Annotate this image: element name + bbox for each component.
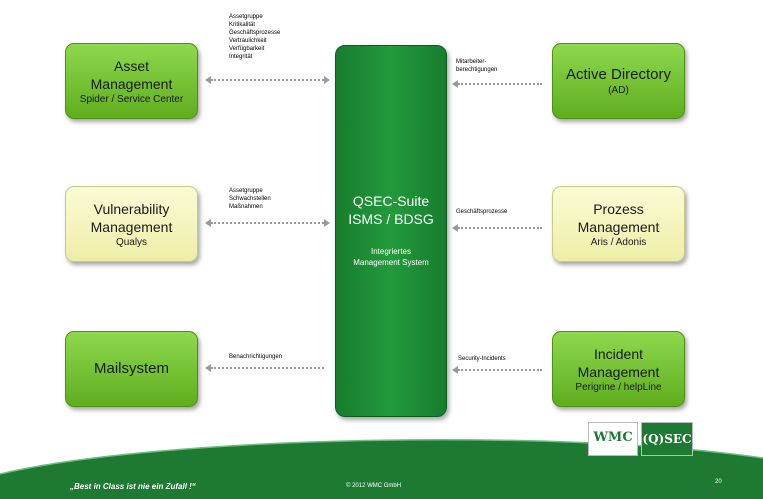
- qsec-subtitle-line2: Management System: [353, 258, 429, 267]
- label-line: Assetgruppe: [229, 188, 263, 194]
- asset-data-labels: Assetgruppe Kritikalität Geschäftsprozes…: [229, 13, 280, 61]
- label-line: Security-Incidents: [458, 356, 506, 362]
- prozess-title: Prozess: [593, 200, 644, 217]
- qsec-subtitle: Integriertes Management System: [336, 246, 446, 268]
- asset-subtitle: Management: [90, 75, 173, 92]
- asset-title: Asset: [113, 57, 149, 74]
- label-line: Mitarbeiter-: [456, 59, 487, 65]
- prozess-tool: Aris / Adonis: [590, 236, 647, 248]
- arrow-head-left: [205, 364, 211, 372]
- ad-subtitle: (AD): [608, 84, 629, 96]
- ad-title: Active Directory: [565, 65, 672, 83]
- mail-data-labels: Benachrichtigungen: [229, 353, 282, 361]
- qsec-logo: (Q)SEC: [641, 422, 693, 456]
- vuln-subtitle: Management: [90, 218, 173, 235]
- vuln-connector-arrow: [205, 219, 330, 227]
- arrow-line: [211, 367, 324, 369]
- label-line: Vertraulichkeit: [229, 38, 267, 44]
- arrow-line: [458, 83, 542, 85]
- asset-management-box: Asset Management Spider / Service Center: [65, 43, 198, 119]
- arrow-head-left: [452, 224, 458, 232]
- prozess-management-box: Prozess Management Aris / Adonis: [552, 186, 685, 262]
- active-directory-box: Active Directory (AD): [552, 43, 685, 119]
- qsec-title-line1: QSEC-Suite: [352, 193, 430, 209]
- vulnerability-management-box: Vulnerability Management Qualys: [65, 186, 198, 262]
- ad-connector-arrow: [452, 80, 548, 88]
- prozess-subtitle: Management: [577, 218, 660, 235]
- arrow-head-left: [452, 80, 458, 88]
- vuln-data-labels: Assetgruppe Schwachstellen Maßnahmen: [229, 187, 271, 211]
- qsec-title-line2: ISMS / BDSG: [348, 211, 434, 227]
- arrow-head-right: [324, 219, 330, 227]
- arrow-head-right: [324, 76, 330, 84]
- label-line: Integrität: [229, 54, 253, 60]
- label-line: Verfügbarkeit: [229, 46, 265, 52]
- wmc-logo: WMC: [588, 422, 638, 456]
- arrow-line: [211, 222, 324, 224]
- vuln-title: Vulnerability: [93, 200, 170, 217]
- asset-tool: Spider / Service Center: [79, 93, 184, 105]
- mailsystem-box: Mailsystem: [65, 331, 198, 407]
- label-line: Assetgruppe: [229, 14, 263, 20]
- prozess-data-labels: Geschäftsprozesse: [456, 208, 507, 216]
- label-line: Kritikalität: [229, 22, 256, 28]
- footer-slogan: „Best in Class ist nie ein Zufall !“: [70, 482, 196, 491]
- incident-tool: Perigrine / helpLine: [575, 381, 662, 393]
- label-line: Benachrichtigungen: [229, 354, 283, 360]
- label-line: Maßnahmen: [229, 204, 263, 210]
- incident-management-box: Incident Management Perigrine / helpLine: [552, 331, 685, 407]
- footer-page-number: 20: [715, 479, 722, 485]
- label-line: Schwachstellen: [229, 196, 271, 202]
- arrow-head-left: [205, 219, 211, 227]
- prozess-connector-arrow: [452, 224, 548, 232]
- footer-copyright: © 2012 WMC GmbH: [346, 483, 402, 489]
- ad-data-labels: Mitarbeiter- berechtigungen: [456, 58, 497, 74]
- incident-subtitle: Management: [577, 363, 660, 380]
- qsec-subtitle-line1: Integriertes: [370, 247, 412, 256]
- mail-title: Mailsystem: [93, 360, 169, 377]
- arrow-head-left: [205, 76, 211, 84]
- arrow-line: [458, 369, 542, 371]
- arrow-line: [211, 79, 324, 81]
- vuln-tool: Qualys: [115, 236, 148, 248]
- incident-connector-arrow: [452, 366, 548, 374]
- qsec-logo-text: (Q)SEC: [642, 432, 692, 446]
- label-line: berechtigungen: [456, 67, 498, 73]
- wmc-logo-text: WMC: [593, 430, 633, 445]
- arrow-head-left: [452, 366, 458, 374]
- label-line: Geschäftsprozesse: [229, 30, 281, 36]
- label-line: Geschäftsprozesse: [456, 209, 508, 215]
- qsec-title: QSEC-Suite ISMS / BDSG: [336, 192, 446, 228]
- incident-data-labels: Security-Incidents: [458, 355, 506, 363]
- asset-connector-arrow: [205, 76, 330, 84]
- qsec-suite-box: QSEC-Suite ISMS / BDSG Integriertes Mana…: [335, 45, 447, 417]
- incident-title: Incident: [593, 345, 644, 362]
- arrow-line: [458, 227, 542, 229]
- mail-connector-arrow: [205, 364, 330, 372]
